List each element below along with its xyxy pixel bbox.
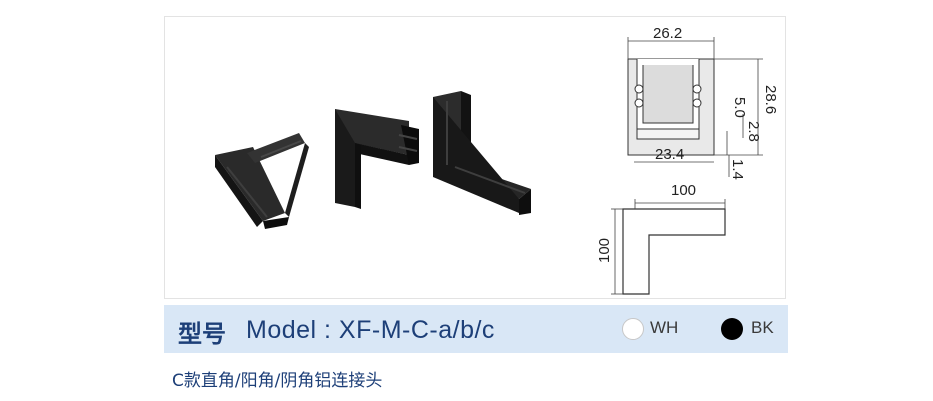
dim-width-top: 26.2 (653, 25, 682, 42)
dim-lip: 2.8 (745, 121, 762, 142)
product-image-frame: 26.2 23.4 28.6 5.0 2.8 1.4 100 100 (164, 16, 786, 299)
l-shape-outline (622, 208, 726, 295)
corner-connector-middle (335, 109, 419, 209)
product-description: C款直角/阳角/阴角铝连接头 (172, 371, 383, 391)
dim-inner-depth: 5.0 (731, 97, 748, 118)
color-label-white: WH (650, 318, 679, 337)
dim-arm-horizontal: 100 (671, 182, 696, 199)
dimension-lines-l-shape (611, 199, 726, 295)
dimension-lines-profile (627, 37, 763, 177)
color-swatch-black[interactable] (721, 318, 743, 340)
model-label: 型号 (178, 320, 226, 348)
model-bar: 型号 Model : XF-M-C-a/b/c WH BK (164, 305, 788, 353)
model-number: Model : XF-M-C-a/b/c (246, 316, 495, 344)
profile-cross-section (627, 58, 715, 156)
dim-height: 28.6 (762, 85, 779, 114)
dim-arm-vertical: 100 (596, 238, 613, 263)
dim-width-bottom: 23.4 (655, 146, 684, 163)
corner-connector-left (215, 133, 309, 229)
dim-base: 1.4 (729, 159, 746, 180)
technical-drawing: 26.2 23.4 28.6 5.0 2.8 1.4 100 100 (596, 25, 779, 295)
color-swatch-white[interactable] (622, 318, 644, 340)
product-photo (215, 91, 531, 229)
corner-connector-right (433, 91, 531, 215)
color-label-black: BK (751, 318, 774, 337)
